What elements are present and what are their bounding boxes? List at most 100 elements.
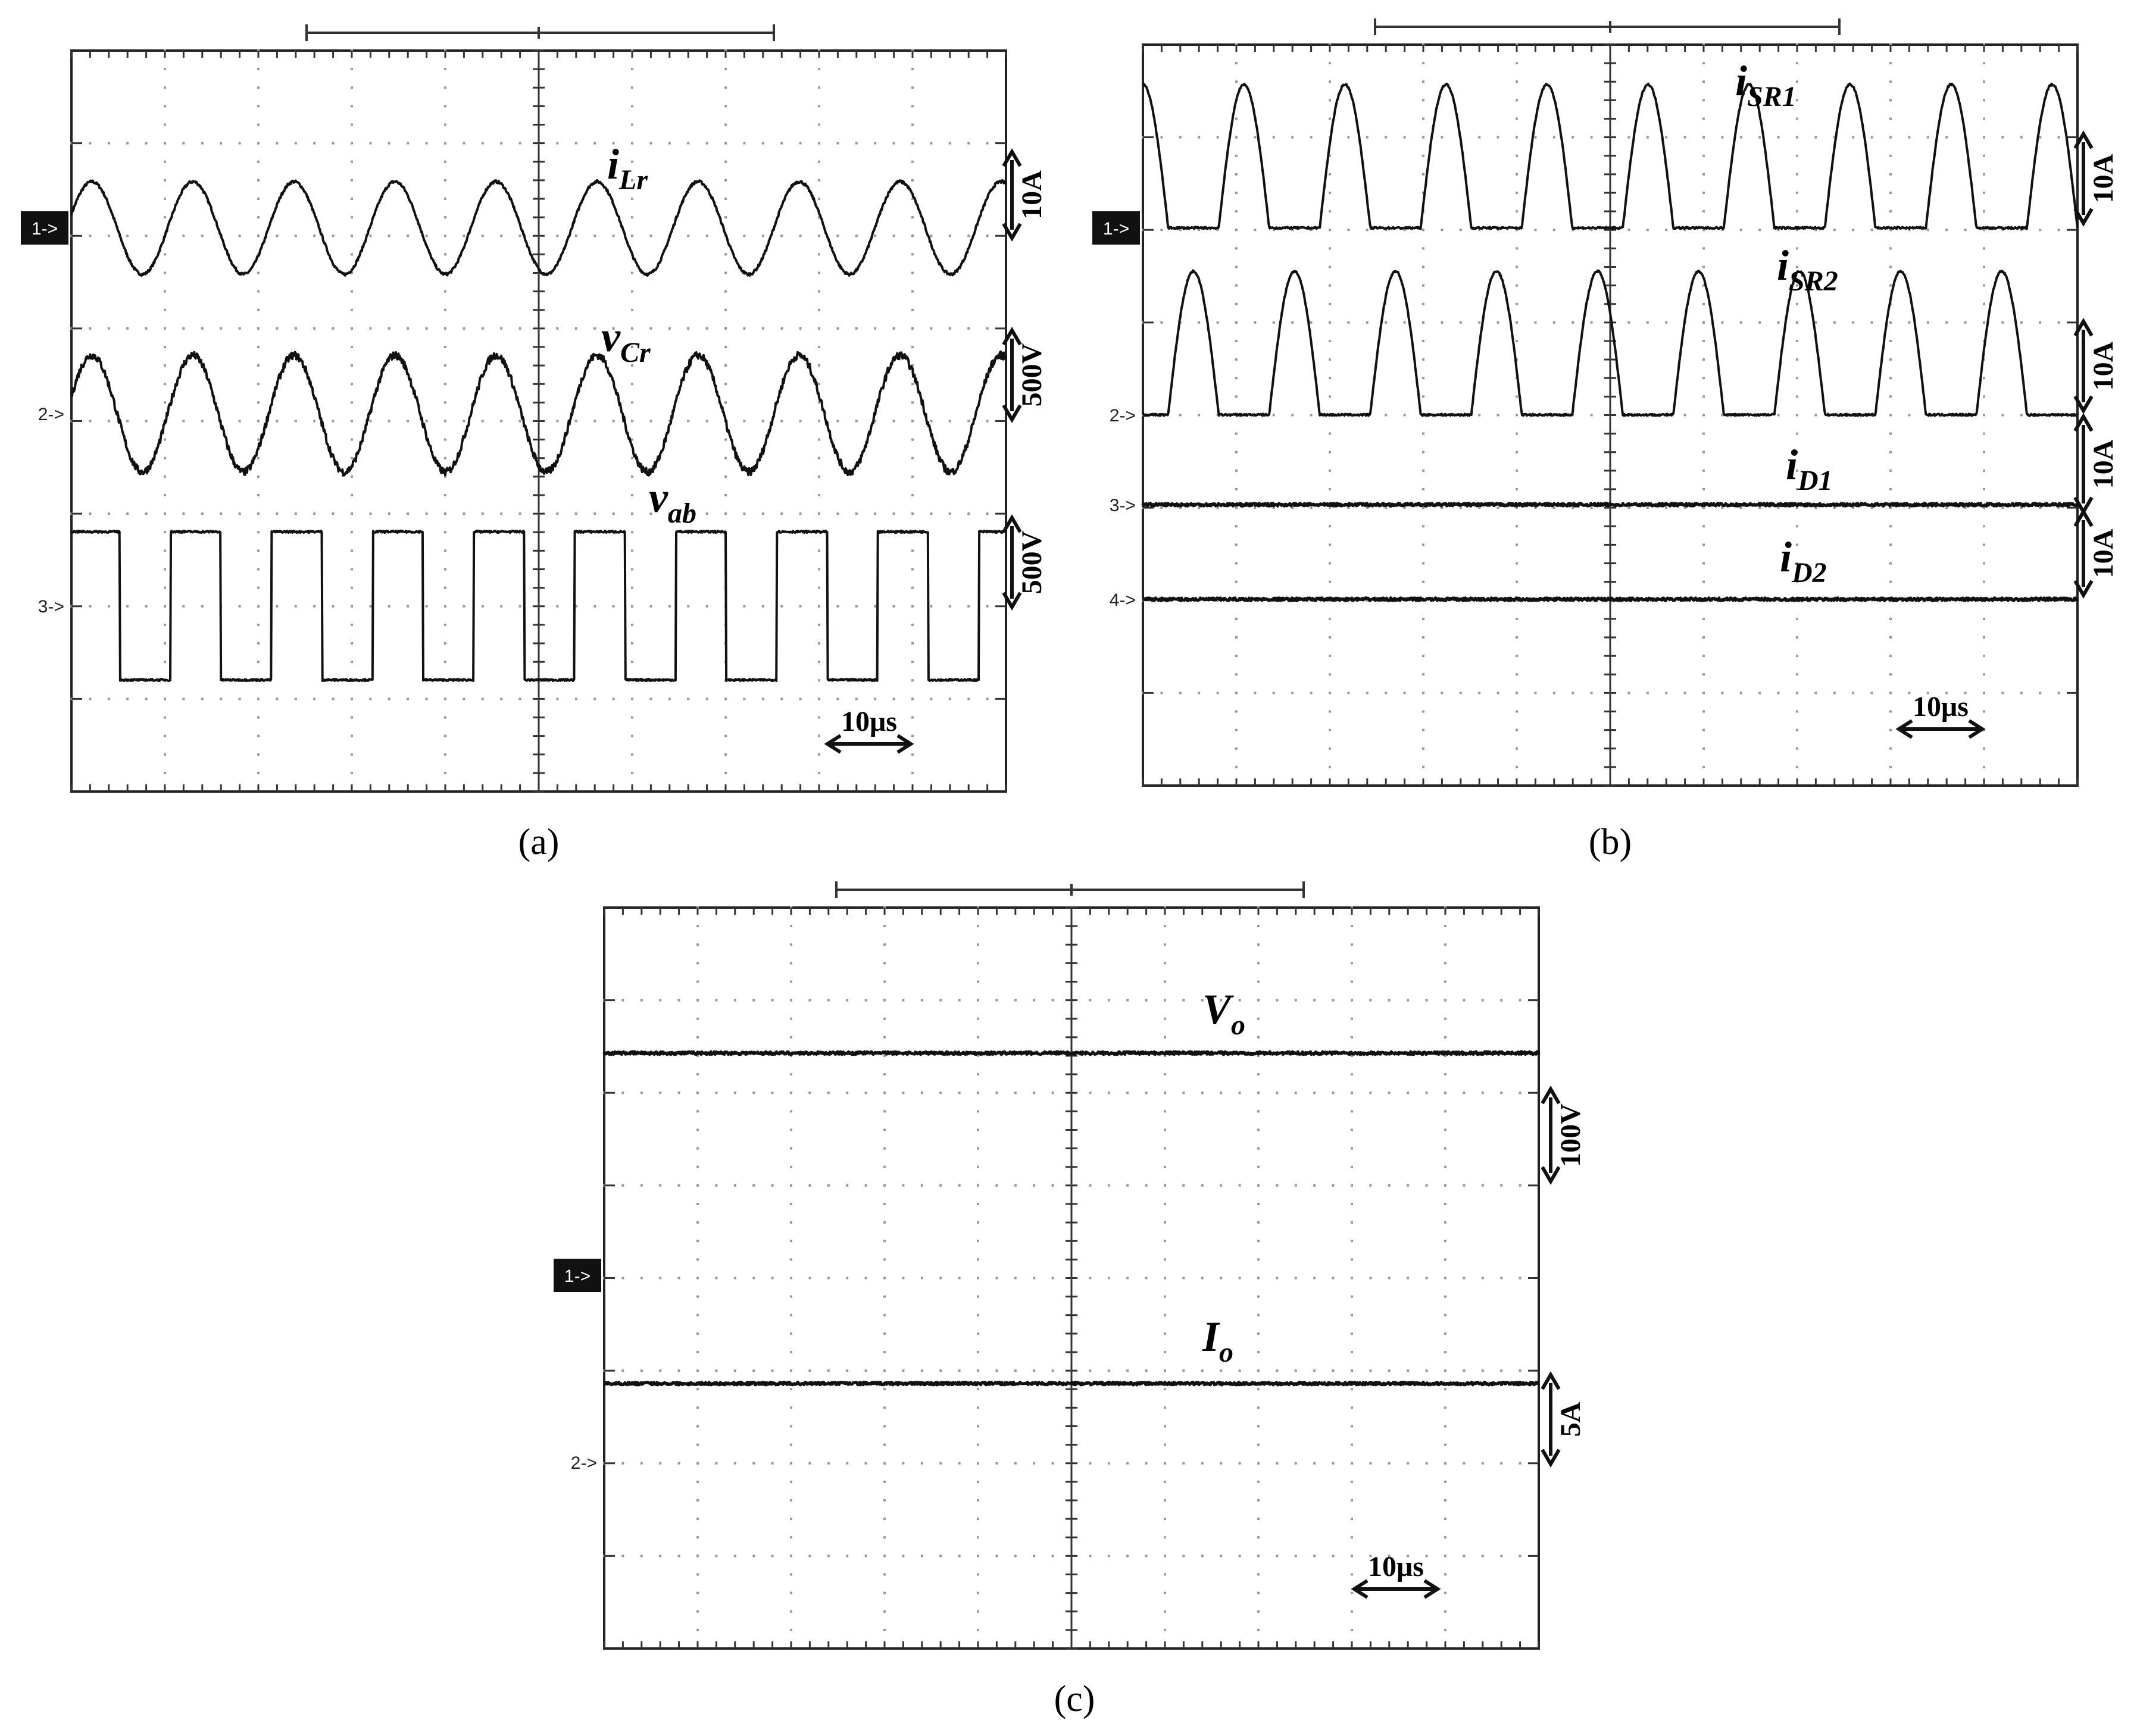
grid-dot xyxy=(1351,962,1353,965)
trace-label-V_o: Vo xyxy=(1202,986,1245,1041)
grid-dot xyxy=(696,962,699,965)
grid-dot xyxy=(1329,265,1331,268)
grid-dot xyxy=(444,179,446,182)
grid-dot xyxy=(1257,1055,1260,1057)
grid-dot xyxy=(1983,525,1985,528)
trace-label-i_SR1: iSR1 xyxy=(1735,57,1797,112)
grid-dot xyxy=(1238,1554,1241,1557)
grid-dot xyxy=(1983,636,1985,639)
grid-dot xyxy=(126,234,129,237)
grid-dot xyxy=(743,142,746,145)
grid-dot xyxy=(883,1443,886,1446)
grid-dot xyxy=(444,549,446,552)
grid-dot xyxy=(1238,999,1241,1002)
grid-dot xyxy=(1385,229,1388,232)
grid-dot xyxy=(164,734,166,737)
grid-dot xyxy=(1796,247,1798,250)
grid-dot xyxy=(911,716,914,719)
grid-dot xyxy=(257,475,260,478)
grid-dot xyxy=(1983,395,1985,398)
grid-dot xyxy=(1403,321,1406,324)
grid-dot xyxy=(1235,117,1238,120)
grid-dot xyxy=(659,1462,662,1465)
grid-dot xyxy=(1388,1277,1391,1280)
grid-dot xyxy=(1926,136,1929,139)
grid-dot xyxy=(883,1221,886,1224)
grid-dot xyxy=(1313,1369,1316,1372)
grid-dot xyxy=(1332,1091,1335,1094)
grid-dot xyxy=(444,105,446,108)
grid-dot xyxy=(1369,1091,1372,1094)
grid-dot xyxy=(724,253,727,256)
grid-dot xyxy=(1089,999,1092,1002)
grid-dot xyxy=(444,456,446,459)
grid-dot xyxy=(1329,636,1331,639)
grid-dot xyxy=(481,512,484,515)
grid-dot xyxy=(1164,1591,1166,1594)
scale-label: 10A xyxy=(2088,439,2119,489)
grid-dot xyxy=(1983,192,1985,194)
grid-dot xyxy=(1627,136,1630,139)
grid-dot xyxy=(220,327,223,330)
grid-dot xyxy=(1164,1165,1166,1168)
grid-dot xyxy=(1164,1036,1166,1039)
grid-dot xyxy=(631,716,633,719)
grid-dot xyxy=(257,456,260,459)
grid-dot xyxy=(2057,692,2060,695)
grid-dot xyxy=(1516,543,1518,546)
grid-dot xyxy=(1257,1184,1260,1187)
grid-dot xyxy=(649,512,652,515)
grid-dot xyxy=(911,308,914,311)
grid-dot xyxy=(313,605,316,608)
grid-dot xyxy=(705,234,708,237)
grid-dot xyxy=(1627,692,1630,695)
scale-label: 10A xyxy=(2088,341,2119,390)
grid-dot xyxy=(1164,1147,1166,1150)
grid-dot xyxy=(790,1499,792,1502)
grid-dot xyxy=(1702,99,1705,102)
grid-dot xyxy=(1014,1554,1017,1557)
grid-dot xyxy=(883,1610,886,1613)
grid-dot xyxy=(1444,1480,1446,1483)
grid-dot xyxy=(1646,136,1649,139)
grid-dot xyxy=(1983,284,1985,287)
grid-dot xyxy=(2001,229,2004,232)
grid-dot xyxy=(761,420,764,423)
grid-dot xyxy=(1160,136,1163,139)
grid-dot xyxy=(164,771,166,774)
grid-dot xyxy=(1889,173,1892,176)
grid-dot xyxy=(164,438,166,441)
grid-dot xyxy=(1164,943,1166,946)
grid-dot xyxy=(351,253,353,256)
grid-dot xyxy=(351,420,353,423)
grid-dot xyxy=(593,327,596,330)
grid-dot xyxy=(425,697,428,700)
grid-dot xyxy=(1254,229,1257,232)
grid-dot xyxy=(920,999,923,1002)
grid-dot xyxy=(696,1536,699,1539)
grid-dot xyxy=(1369,1277,1372,1280)
grid-dot xyxy=(2001,692,2004,695)
grid-dot xyxy=(1332,1369,1335,1372)
grid-dot xyxy=(1444,1295,1446,1298)
grid-dot xyxy=(1889,765,1892,768)
grid-dot xyxy=(1033,1554,1036,1557)
grid-dot xyxy=(1257,1573,1260,1576)
grid-dot xyxy=(1889,62,1892,65)
grid-dot xyxy=(1329,358,1331,361)
time-scale-arrow xyxy=(1351,1579,1441,1599)
grid-dot xyxy=(444,308,446,311)
grid-dot xyxy=(1926,229,1929,232)
grid-dot xyxy=(892,512,895,515)
grid-dot xyxy=(164,623,166,626)
grid-dot xyxy=(1126,999,1129,1002)
grid-dot xyxy=(1235,321,1238,324)
grid-dot xyxy=(1276,1184,1279,1187)
grid-dot xyxy=(883,1073,886,1076)
grid-dot xyxy=(1496,321,1499,324)
grid-dot xyxy=(369,605,372,608)
grid-dot xyxy=(1422,154,1424,157)
grid-dot xyxy=(883,1573,886,1576)
grid-dot xyxy=(911,623,914,626)
grid-dot xyxy=(1332,1277,1335,1280)
